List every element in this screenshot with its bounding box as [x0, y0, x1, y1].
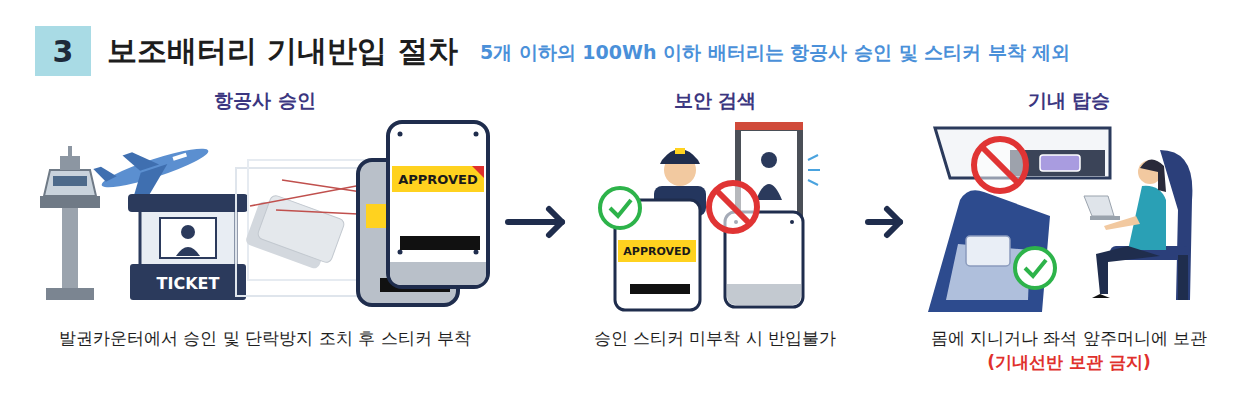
step-captions: 승인 스티커 미부착 시 반입불가: [570, 326, 860, 350]
ticket-sign: TICKET: [157, 274, 220, 293]
passenger: [1084, 150, 1192, 300]
check-mark: [600, 188, 640, 228]
approved-batteries: [358, 122, 488, 305]
step-panel: 항공사 승인발권카운터에서 승인 및 단락방지 조치 후 스티커 부착: [30, 88, 500, 384]
step-panel: 기내 탑승몸에 지니거나 좌석 앞주머니에 보관(기내선반 보관 금지): [908, 88, 1230, 384]
step-caption: 몸에 지니거나 좌석 앞주머니에 보관: [931, 326, 1208, 350]
warning-note: (기내선반 보관 금지): [987, 350, 1150, 374]
caption-row: 발권카운터에서 승인 및 단락방지 조치 후 스티커 부착: [30, 326, 500, 350]
heading-row: 기내 탑승: [908, 88, 1230, 114]
step-heading: 보안 검색: [674, 88, 757, 114]
heading-row: 보안 검색: [570, 88, 860, 114]
title: 보조배터리 기내반입 절차: [107, 31, 458, 72]
step-captions: 발권카운터에서 승인 및 단락방지 조치 후 스티커 부착: [30, 326, 500, 350]
flow-arrow: [868, 209, 900, 235]
step-captions: 몸에 지니거나 좌석 앞주머니에 보관(기내선반 보관 금지): [908, 326, 1230, 374]
header: 3 보조배터리 기내반입 절차 5개 이하의 100Wh 이하 배터리는 항공사 승…: [35, 26, 1070, 76]
flow-arrow: [508, 209, 562, 235]
step-panel: 보안 검색승인 스티커 미부착 시 반입불가: [570, 88, 860, 384]
caption-row: (기내선반 보관 금지): [908, 350, 1230, 374]
step-caption: 승인 스티커 미부착 시 반입불가: [594, 326, 837, 350]
ticket-booth: [128, 194, 248, 300]
approved-sticker: APPROVED: [623, 245, 690, 258]
arrow-line: [508, 219, 562, 225]
caption-row: 몸에 지니거나 좌석 앞주머니에 보관: [908, 326, 1230, 350]
control-tower: [40, 146, 100, 300]
arrow-head: [887, 209, 900, 235]
approved-sticker: APPROVED: [398, 172, 478, 187]
step-number: 3: [35, 26, 91, 76]
prohibition-sign: [974, 139, 1026, 191]
subtitle-note: 5개 이하의 100Wh 이하 배터리는 항공사 승인 및 스티커 부착 제외: [480, 40, 1071, 66]
step-caption: 발권카운터에서 승인 및 단락방지 조치 후 스티커 부착: [59, 326, 471, 350]
caption-row: 승인 스티커 미부착 시 반입불가: [570, 326, 860, 350]
prohibition-sign: [709, 183, 757, 231]
check-mark: [1015, 248, 1055, 288]
step-heading: 기내 탑승: [1028, 88, 1111, 114]
arrow-head: [549, 209, 562, 235]
step-heading: 항공사 승인: [214, 88, 316, 114]
heading-row: 항공사 승인: [30, 88, 500, 114]
